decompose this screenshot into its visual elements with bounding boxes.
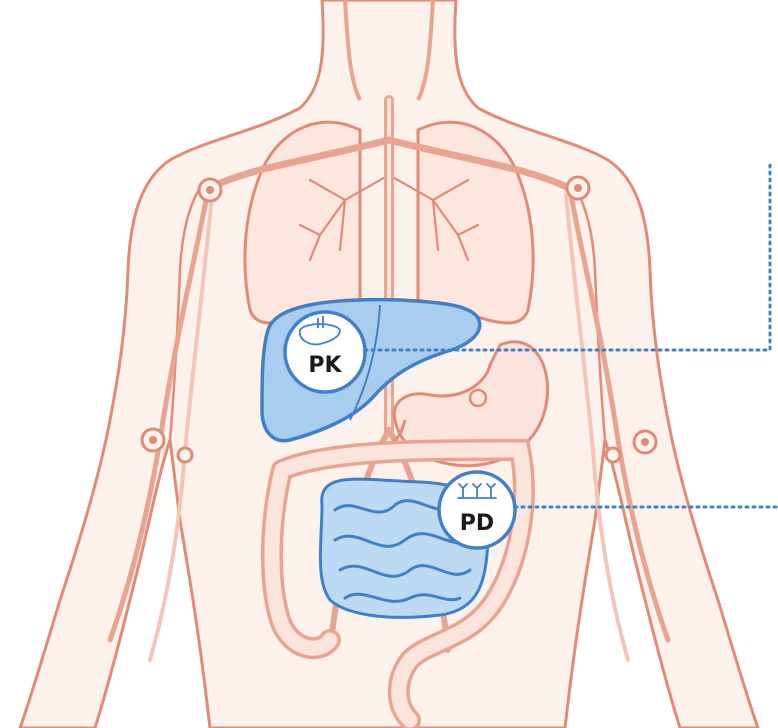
pk-badge: PK [285,312,365,392]
pd-label: PD [460,511,494,536]
pd-badge: PD [439,472,515,548]
pk-label: PK [308,353,342,378]
